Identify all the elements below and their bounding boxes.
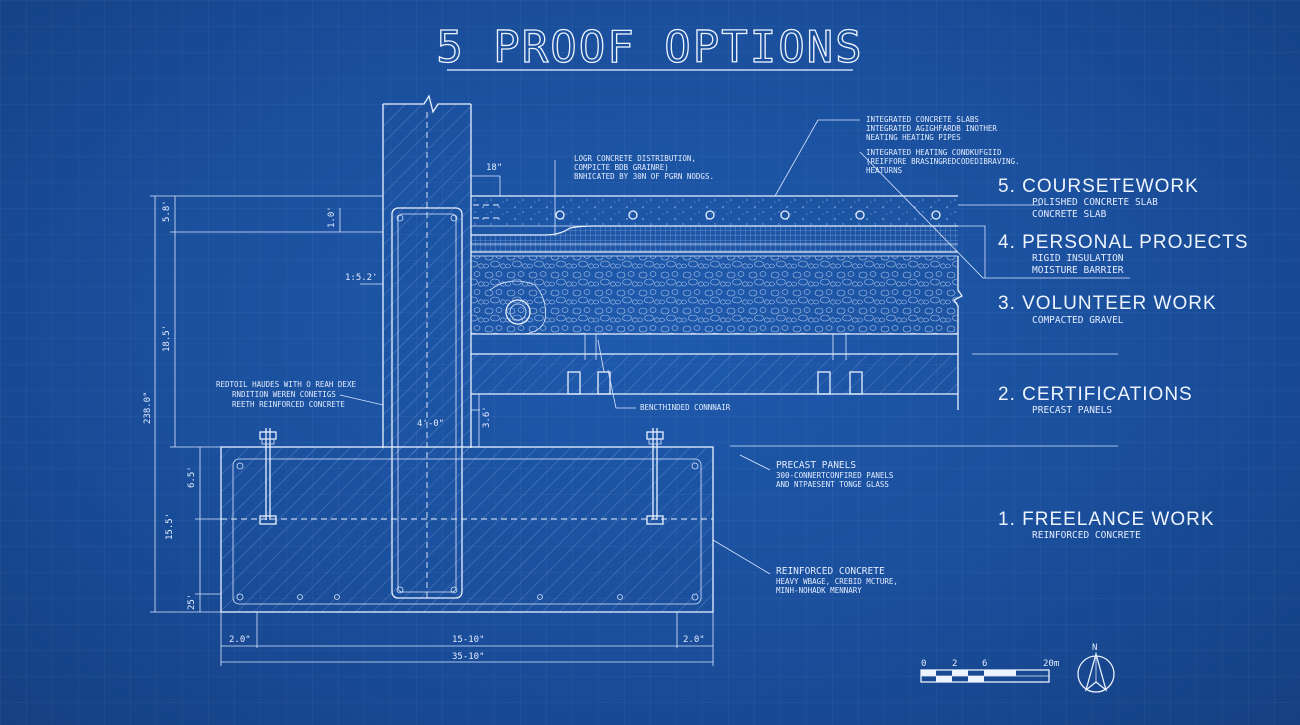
option-2: 2. CERTIFICATIONS PRECAST PANELS (998, 384, 1193, 416)
svg-text:PRECAST PANELS: PRECAST PANELS (1032, 405, 1112, 416)
svg-text:N: N (1092, 643, 1097, 653)
reinforced-footing (220, 428, 714, 613)
option-4: 4. PERSONAL PROJECTS RIGID INSULATION MO… (998, 232, 1249, 276)
svg-text:MOISTURE BARRIER: MOISTURE BARRIER (1032, 265, 1124, 276)
svg-text:REETH REINFORCED CONCRETE: REETH REINFORCED CONCRETE (232, 400, 345, 409)
note-slab-top: INTEGRATED CONCRETE SLABS INTEGRATED AGI… (866, 115, 997, 142)
svg-text:REINFORCED CONCRETE: REINFORCED CONCRETE (776, 566, 885, 577)
svg-text:20m: 20m (1043, 659, 1059, 669)
svg-text:BNHICATED BY 30N OF PGRN NODGS: BNHICATED BY 30N OF PGRN NODGS. (574, 172, 714, 181)
svg-text:RIGID INSULATION: RIGID INSULATION (1032, 253, 1124, 264)
svg-text:HEATURNS: HEATURNS (866, 166, 903, 175)
dim-ratio: 1:5.2' (345, 273, 378, 283)
svg-text:COMPICTE BDB GRAINRE): COMPICTE BDB GRAINRE) (574, 163, 669, 172)
note-wall: REDTOIL HAUDES WITH O REAH DEXE RNDITION… (216, 380, 356, 409)
note-load: LOGR CONCRETE DISTRIBUTION, COMPICTE BDB… (574, 154, 714, 181)
option-1: 1. FREELANCE WORK REINFORCED CONCRETE (998, 509, 1215, 541)
anchor-bolt-right (646, 428, 664, 525)
dim-1-0: 1.0' (327, 206, 337, 228)
svg-text:REDTOIL HAUDES WITH O REAH DEX: REDTOIL HAUDES WITH O REAH DEXE (216, 380, 356, 389)
svg-text:6: 6 (982, 659, 987, 669)
bottom-dimensions (220, 612, 714, 666)
svg-text:INTEGRATED AGIGHFARDB INOTHER: INTEGRATED AGIGHFARDB INOTHER (866, 124, 997, 133)
svg-text:(REIFFORE BRASINGREDCODEDIBRAV: (REIFFORE BRASINGREDCODEDIBRAVING. (866, 157, 1020, 166)
svg-text:PRECAST PANELS: PRECAST PANELS (776, 460, 856, 471)
option-3-label: 3. VOLUNTEER WORK (998, 293, 1217, 314)
leader-lines (339, 119, 1130, 575)
option-4-label: 4. PERSONAL PROJECTS (998, 232, 1249, 253)
precast-supports (567, 334, 863, 395)
svg-text:LOGR CONCRETE DISTRIBUTION,: LOGR CONCRETE DISTRIBUTION, (574, 154, 696, 163)
svg-text:2: 2 (952, 659, 957, 669)
svg-text:INTEGRATED HEATING CONDKUFGIID: INTEGRATED HEATING CONDKUFGIID (866, 148, 1002, 157)
option-5: 5. COURSETEWORK POLISHED CONCRETE SLAB C… (998, 176, 1199, 220)
left-dimensions (150, 175, 501, 613)
note-precast: PRECAST PANELS 300-CONNERTCONFIRED PANEL… (776, 460, 894, 489)
dim-bottom-15-10: 15-10" (452, 635, 485, 645)
svg-text:0: 0 (921, 659, 926, 669)
svg-text:INTEGRATED CONCRETE SLABS: INTEGRATED CONCRETE SLABS (866, 115, 979, 124)
scale-bar: 0 2 6 20m (920, 659, 1059, 683)
page-title: 5 PROOF OPTIONS (436, 22, 863, 73)
dim-top-18: 18" (486, 163, 502, 173)
note-heating: INTEGRATED HEATING CONDKUFGIID (REIFFORE… (866, 148, 1020, 175)
svg-text:300-CONNERTCONFIRED PANELS: 300-CONNERTCONFIRED PANELS (776, 471, 894, 480)
option-2-label: 2. CERTIFICATIONS (998, 384, 1193, 405)
dim-bottom-2-0-left: 2.0" (229, 635, 251, 645)
floor-slab-assembly (471, 195, 963, 410)
option-5-label: 5. COURSETEWORK (998, 176, 1199, 197)
svg-text:CONCRETE SLAB: CONCRETE SLAB (1032, 209, 1107, 220)
svg-text:MINH-NOHADK MENNARY: MINH-NOHADK MENNARY (776, 586, 862, 595)
option-1-label: 1. FREELANCE WORK (998, 509, 1215, 530)
note-connector: BENCTHINDED CONNNAIR (640, 403, 731, 412)
dim-15-5: 15.5' (165, 513, 175, 540)
dim-5-8: 5.8' (162, 200, 172, 222)
drain-pipe (505, 299, 531, 325)
dim-18-5: 18.5' (162, 325, 172, 352)
north-arrow-icon: N (1077, 643, 1115, 693)
svg-text:REINFORCED CONCRETE: REINFORCED CONCRETE (1032, 530, 1141, 541)
dim-wall-4-0: 4'-0" (417, 419, 444, 429)
svg-text:RNDITION WEREN CONETIGS: RNDITION WEREN CONETIGS (232, 390, 336, 399)
svg-text:POLISHED CONCRETE SLAB: POLISHED CONCRETE SLAB (1032, 197, 1158, 208)
dim-bottom-35-10: 35-10" (452, 652, 485, 662)
dim-25: 25' (187, 594, 197, 610)
dim-6-5: 6.5' (187, 466, 197, 488)
option-3: 3. VOLUNTEER WORK COMPACTED GRAVEL (998, 293, 1217, 326)
dim-bottom-2-0-right: 2.0" (683, 635, 705, 645)
svg-text:AND NTPAESENT TONGE GLASS: AND NTPAESENT TONGE GLASS (776, 480, 889, 489)
svg-text:NEATING HEATING PIPES: NEATING HEATING PIPES (866, 133, 961, 142)
note-reinforced: REINFORCED CONCRETE HEAVY WBAGE, CREBID … (776, 566, 898, 595)
svg-text:COMPACTED GRAVEL: COMPACTED GRAVEL (1032, 315, 1124, 326)
anchor-bolt-left (259, 428, 277, 525)
dim-3-6: 3.6' (482, 406, 492, 428)
dim-238: 238.0" (143, 391, 153, 424)
heating-pipes (555, 210, 941, 220)
svg-text:HEAVY WBAGE, CREBID MCTURE,: HEAVY WBAGE, CREBID MCTURE, (776, 577, 898, 586)
